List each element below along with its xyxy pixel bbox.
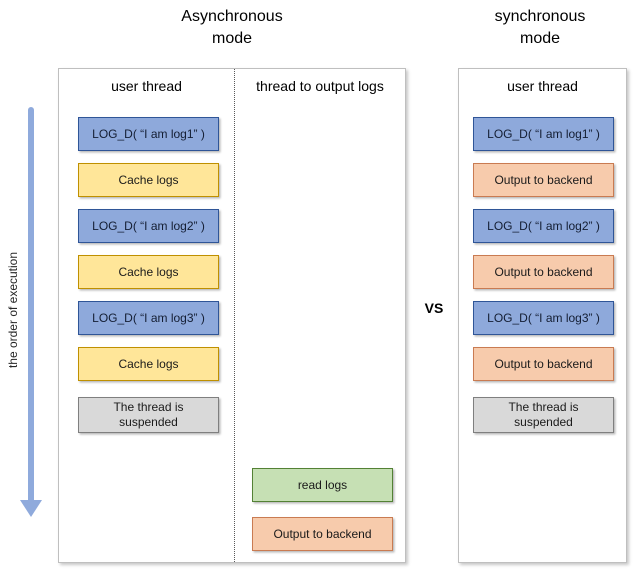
arrow-down-icon xyxy=(20,500,42,517)
async-user-thread-header: user thread xyxy=(111,78,182,94)
sync-output-backend-box-1: Output to backend xyxy=(473,163,614,197)
sync-log-d-1-box: LOG_D( “I am log1” ) xyxy=(473,117,614,151)
async-log-d-1-box: LOG_D( “I am log1” ) xyxy=(78,117,219,151)
sync-log-d-2-box: LOG_D( “I am log2” ) xyxy=(473,209,614,243)
async-log-d-2-box: LOG_D( “I am log2” ) xyxy=(78,209,219,243)
sync-output-backend-box-2: Output to backend xyxy=(473,255,614,289)
async-output-backend-box: Output to backend xyxy=(252,517,393,551)
sync-output-backend-box-3: Output to backend xyxy=(473,347,614,381)
async-mode-title: Asynchronous mode xyxy=(181,8,283,47)
async-cache-logs-box-3: Cache logs xyxy=(78,347,219,381)
async-read-logs-box: read logs xyxy=(252,468,393,502)
sync-thread-suspended-box: The thread is suspended xyxy=(473,397,614,433)
async-thread-suspended-box: The thread is suspended xyxy=(78,397,219,433)
vs-separator-label: VS xyxy=(424,300,444,316)
async-log-d-3-box: LOG_D( “I am log3” ) xyxy=(78,301,219,335)
sync-user-thread-header: user thread xyxy=(507,78,578,94)
async-panel: user thread thread to output logs LOG_D(… xyxy=(58,68,406,563)
sync-log-d-3-box: LOG_D( “I am log3” ) xyxy=(473,301,614,335)
async-cache-logs-box-1: Cache logs xyxy=(78,163,219,197)
execution-order-label: the order of execution xyxy=(6,251,20,369)
async-cache-logs-box-2: Cache logs xyxy=(78,255,219,289)
execution-order-arrow xyxy=(28,107,34,501)
sync-mode-title: synchronous mode xyxy=(494,8,586,47)
async-output-thread-header: thread to output logs xyxy=(256,78,384,94)
thread-divider-dotted-line xyxy=(234,69,235,562)
sync-panel: user thread LOG_D( “I am log1” ) Output … xyxy=(458,68,627,563)
